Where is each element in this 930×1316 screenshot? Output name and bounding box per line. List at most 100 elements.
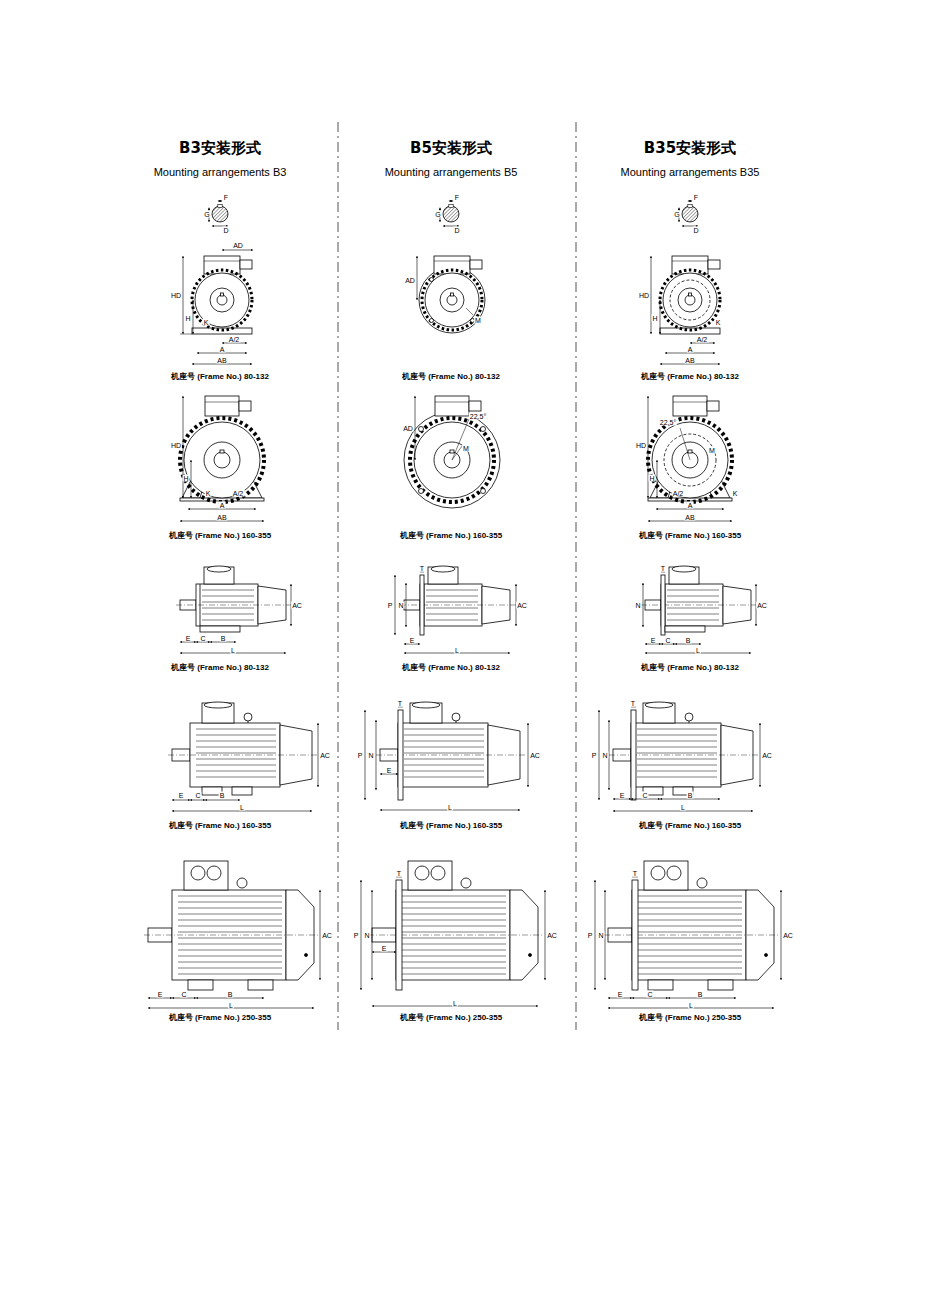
dimension-label: L	[452, 1000, 458, 1007]
dimension-label: C	[199, 635, 206, 642]
dimension-label: C	[180, 991, 187, 998]
frame-caption: 机座号 (Frame No.) 250-355	[639, 1014, 741, 1022]
dimension-label: D	[692, 227, 699, 234]
dimension-label: A	[687, 346, 694, 353]
dimension-label: H	[648, 475, 655, 482]
dimension-label: AD	[402, 425, 414, 432]
dimension-label: E	[409, 637, 416, 644]
dimension-label: T	[630, 700, 636, 707]
dimension-label: B	[220, 635, 227, 642]
dimension-label: E	[650, 637, 657, 644]
dimension-label: G	[673, 211, 680, 218]
frame-caption: 机座号 (Frame No.) 160-355	[169, 532, 271, 540]
dimension-label: T	[397, 700, 403, 707]
dimension-label: B	[685, 637, 692, 644]
dimension-label: L	[230, 647, 236, 654]
mounting-title: B3安装形式	[179, 141, 261, 156]
dimension-lines	[148, 250, 781, 1008]
dimension-label: H	[184, 315, 191, 322]
dimension-label: K	[203, 319, 210, 326]
mounting-subtitle: Mounting arrangements B5	[385, 167, 518, 178]
frame-caption: 机座号 (Frame No.) 160-355	[639, 822, 741, 830]
dimension-label: L	[239, 804, 245, 811]
dimension-label: AC	[321, 932, 333, 939]
dimension-label: L	[454, 647, 460, 654]
dimension-label: K	[715, 319, 722, 326]
b35-drawings	[604, 201, 780, 990]
dimension-label: L	[447, 804, 453, 811]
dimension-label: T	[632, 870, 638, 877]
dimension-label: AC	[516, 602, 528, 609]
dimension-label: F	[454, 194, 460, 201]
frame-caption: 机座号 (Frame No.) 160-355	[400, 822, 502, 830]
dimension-label: HD	[635, 442, 647, 449]
dimension-label: H	[651, 315, 658, 322]
dimension-label: AB	[684, 357, 695, 364]
b5-drawings	[368, 201, 544, 990]
dimension-label: AC	[761, 752, 773, 759]
dimension-label: B	[227, 991, 234, 998]
dimension-label: A	[687, 502, 694, 509]
dimension-label: A/2	[696, 336, 709, 343]
dimension-label: AC	[546, 932, 558, 939]
dimension-label: T	[396, 870, 402, 877]
dimension-label: M	[708, 447, 716, 454]
dimension-label: HD	[170, 292, 182, 299]
dimension-label: B	[687, 792, 694, 799]
dimension-label: 22.5°	[469, 413, 487, 420]
dimension-label: E	[619, 792, 626, 799]
frame-caption: 机座号 (Frame No.) 160-355	[400, 532, 502, 540]
dimension-label: N	[397, 602, 404, 609]
frame-caption: 机座号 (Frame No.) 250-355	[169, 1014, 271, 1022]
dimension-label: A	[219, 346, 226, 353]
dimension-label: AD	[232, 242, 244, 249]
dimension-label: L	[680, 804, 686, 811]
dimension-label: P	[587, 932, 594, 939]
column-separators	[338, 122, 576, 1030]
dimension-label: G	[434, 211, 441, 218]
dimension-label: L	[695, 647, 701, 654]
dimension-label: F	[693, 194, 699, 201]
frame-caption: 机座号 (Frame No.) 160-355	[169, 822, 271, 830]
dimension-label: C	[646, 991, 653, 998]
frame-caption: 机座号 (Frame No.) 80-132	[641, 373, 739, 381]
frame-caption: 机座号 (Frame No.) 80-132	[402, 373, 500, 381]
dimension-label: N	[363, 932, 370, 939]
dimension-label: N	[367, 752, 374, 759]
dimension-label: HD	[638, 292, 650, 299]
dimension-label: N	[597, 932, 604, 939]
dimension-label: L	[688, 1002, 694, 1009]
dimension-label: AB	[216, 357, 227, 364]
frame-caption: 机座号 (Frame No.) 80-132	[171, 373, 269, 381]
dimension-label: L	[228, 1002, 234, 1009]
dimension-label: E	[185, 635, 192, 642]
dimension-label: AC	[319, 752, 331, 759]
dimension-label: E	[178, 792, 185, 799]
dimension-label: D	[222, 227, 229, 234]
dimension-label: P	[387, 602, 394, 609]
dimension-label: C	[194, 792, 201, 799]
dimension-label: P	[353, 932, 360, 939]
dimension-label: A	[219, 502, 226, 509]
dimension-label: AC	[782, 932, 794, 939]
dimension-label: N	[601, 752, 608, 759]
dimension-label: C	[641, 792, 648, 799]
dimension-label: M	[474, 317, 482, 324]
dimension-label: D	[453, 227, 460, 234]
b3-drawings	[144, 201, 320, 990]
frame-caption: 机座号 (Frame No.) 80-132	[171, 664, 269, 672]
dimension-label: F	[223, 194, 229, 201]
dimension-label: A/2	[672, 490, 685, 497]
dimension-label: K	[732, 490, 739, 497]
dimension-label: E	[381, 945, 388, 952]
mounting-title: B5安装形式	[410, 141, 492, 156]
dimension-label: E	[157, 991, 164, 998]
dimension-label: P	[591, 752, 598, 759]
dimension-label: C	[664, 637, 671, 644]
dimension-label: P	[357, 752, 364, 759]
dimension-label: T	[419, 565, 425, 572]
mounting-title: B35安装形式	[644, 141, 736, 156]
mounting-subtitle: Mounting arrangements B35	[621, 167, 760, 178]
dimension-label: E	[617, 991, 624, 998]
